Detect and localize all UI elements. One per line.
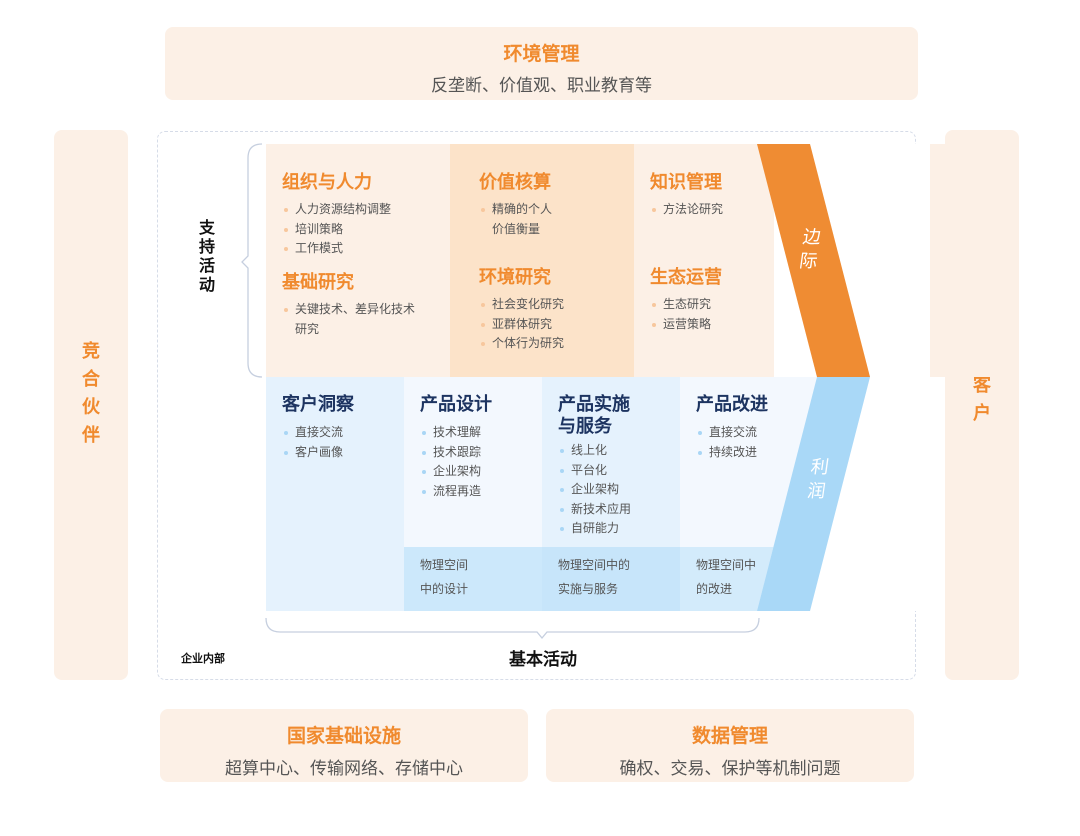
basic-activities-label: 基本活动 bbox=[509, 650, 577, 670]
list-item: 生态研究 bbox=[650, 295, 711, 315]
support-label-char: 支 bbox=[198, 218, 215, 237]
list-item: 平台化 bbox=[558, 461, 631, 481]
physical-text-improvement: 物理空间中 的改进 bbox=[696, 553, 756, 601]
physical-line: 物理空间中 bbox=[696, 558, 757, 572]
partners-char: 伙 bbox=[82, 397, 100, 418]
support-list-environment-research: 社会变化研究 亚群体研究 个体行为研究 bbox=[479, 295, 564, 354]
list-item: 亚群体研究 bbox=[479, 315, 564, 335]
basic-column-2 bbox=[404, 377, 542, 547]
list-item: 运营策略 bbox=[650, 315, 711, 335]
support-list-basic-research: 关键技术、差异化技术 研究 bbox=[282, 300, 415, 339]
partners-label: 竞 合 伙 伴 bbox=[54, 338, 128, 450]
title-line: 产品实施 bbox=[558, 394, 630, 415]
physical-band-implementation bbox=[542, 547, 680, 611]
partners-char: 竞 bbox=[82, 341, 100, 362]
list-item: 直接交流 bbox=[282, 423, 343, 443]
list-item: 社会变化研究 bbox=[479, 295, 564, 315]
physical-line: 中的设计 bbox=[420, 582, 469, 596]
national-infrastructure-subtitle: 超算中心、传输网络、存储中心 bbox=[225, 759, 463, 779]
support-label-char: 持 bbox=[198, 237, 215, 256]
basic-list-product-improvement: 直接交流 持续改进 bbox=[696, 423, 757, 462]
list-item: 培训策略 bbox=[282, 220, 391, 240]
data-management-panel: 数据管理 确权、交易、保护等机制问题 bbox=[546, 709, 914, 782]
support-activities-label: 支 持 活 动 bbox=[196, 218, 218, 294]
data-management-title: 数据管理 bbox=[691, 725, 768, 747]
support-column-1 bbox=[266, 144, 450, 377]
support-list-org-hr: 人力资源结构调整 培训策略 工作模式 bbox=[282, 200, 391, 259]
list-item: 研究 bbox=[295, 321, 320, 336]
national-infrastructure-panel: 国家基础设施 超算中心、传输网络、存储中心 bbox=[160, 709, 528, 782]
physical-band-design bbox=[404, 547, 542, 611]
data-management-subtitle: 确权、交易、保护等机制问题 bbox=[619, 759, 841, 779]
basic-list-implementation-service: 线上化 平台化 企业架构 新技术应用 自研能力 bbox=[558, 441, 631, 539]
environment-management-panel: 环境管理 反垄断、价值观、职业教育等 bbox=[165, 27, 918, 100]
environment-management-subtitle: 反垄断、价值观、职业教育等 bbox=[431, 76, 652, 96]
physical-text-implementation: 物理空间中的 实施与服务 bbox=[558, 553, 630, 601]
list-item: 人力资源结构调整 bbox=[282, 200, 391, 220]
title-line: 与服务 bbox=[558, 416, 612, 437]
partners-char: 伴 bbox=[82, 425, 100, 446]
customers-char: 客 bbox=[973, 375, 991, 396]
profit-char: 润 bbox=[805, 481, 827, 502]
basic-bracket bbox=[265, 617, 760, 640]
margin-band bbox=[757, 144, 870, 377]
physical-line: 物理空间中的 bbox=[558, 558, 631, 572]
support-list-value-accounting: 精确的个人 价值衡量 bbox=[479, 200, 552, 239]
customers-label: 客 户 bbox=[945, 372, 1019, 428]
list-item: 工作模式 bbox=[282, 239, 391, 259]
support-label-char: 动 bbox=[198, 275, 215, 294]
environment-management-title: 环境管理 bbox=[503, 43, 580, 65]
support-label-char: 活 bbox=[198, 256, 215, 275]
physical-line: 的改进 bbox=[696, 582, 733, 596]
partners-char: 合 bbox=[82, 369, 100, 390]
margin-char: 边 bbox=[801, 227, 823, 248]
support-title-ecosystem-operations: 生态运营 bbox=[650, 267, 722, 288]
margin-char: 际 bbox=[797, 251, 819, 272]
list-item: 个体行为研究 bbox=[479, 334, 564, 354]
support-title-knowledge-management: 知识管理 bbox=[650, 172, 722, 193]
basic-title-product-design: 产品设计 bbox=[420, 394, 492, 415]
basic-list-customer-insight: 直接交流 客户画像 bbox=[282, 423, 343, 462]
enterprise-internal-label: 企业内部 bbox=[181, 652, 225, 665]
list-item: 流程再造 bbox=[420, 482, 481, 502]
support-title-value-accounting: 价值核算 bbox=[479, 172, 551, 193]
physical-text-design: 物理空间 中的设计 bbox=[420, 553, 468, 601]
basic-column-3 bbox=[542, 377, 680, 547]
list-item: 技术理解 bbox=[420, 423, 481, 443]
national-infrastructure-title: 国家基础设施 bbox=[286, 725, 401, 747]
support-list-ecosystem-operations: 生态研究 运营策略 bbox=[650, 295, 711, 334]
profit-char: 利 bbox=[809, 457, 831, 478]
support-list-knowledge-management: 方法论研究 bbox=[650, 200, 723, 220]
basic-title-implementation-service: 产品实施 与服务 bbox=[558, 394, 630, 438]
list-item: 企业架构 bbox=[558, 480, 631, 500]
physical-line: 实施与服务 bbox=[558, 582, 619, 596]
partners-panel: 竞 合 伙 伴 bbox=[54, 130, 128, 680]
list-item: 线上化 bbox=[558, 441, 631, 461]
list-item: 持续改进 bbox=[696, 443, 757, 463]
support-title-org-hr: 组织与人力 bbox=[282, 172, 372, 193]
list-item: 价值衡量 bbox=[492, 221, 541, 236]
basic-column-1 bbox=[266, 377, 404, 611]
profit-band bbox=[757, 377, 870, 611]
support-column-3 bbox=[634, 144, 774, 377]
physical-line: 物理空间 bbox=[420, 558, 469, 572]
basic-list-product-design: 技术理解 技术跟踪 企业架构 流程再造 bbox=[420, 423, 481, 501]
basic-title-product-improvement: 产品改进 bbox=[696, 394, 768, 415]
customers-char: 户 bbox=[973, 403, 991, 424]
support-bracket bbox=[241, 143, 263, 378]
support-title-environment-research: 环境研究 bbox=[479, 267, 551, 288]
list-item: 自研能力 bbox=[558, 519, 631, 539]
list-item: 关键技术、差异化技术 bbox=[282, 300, 415, 320]
list-item: 新技术应用 bbox=[558, 500, 631, 520]
list-item: 企业架构 bbox=[420, 462, 481, 482]
support-title-basic-research: 基础研究 bbox=[282, 272, 354, 293]
list-item: 客户画像 bbox=[282, 443, 343, 463]
list-item: 技术跟踪 bbox=[420, 443, 481, 463]
basic-title-customer-insight: 客户洞察 bbox=[282, 394, 354, 415]
list-item: 方法论研究 bbox=[650, 200, 723, 220]
list-item: 精确的个人 bbox=[479, 200, 552, 220]
support-column-2 bbox=[450, 144, 634, 377]
list-item: 直接交流 bbox=[696, 423, 757, 443]
